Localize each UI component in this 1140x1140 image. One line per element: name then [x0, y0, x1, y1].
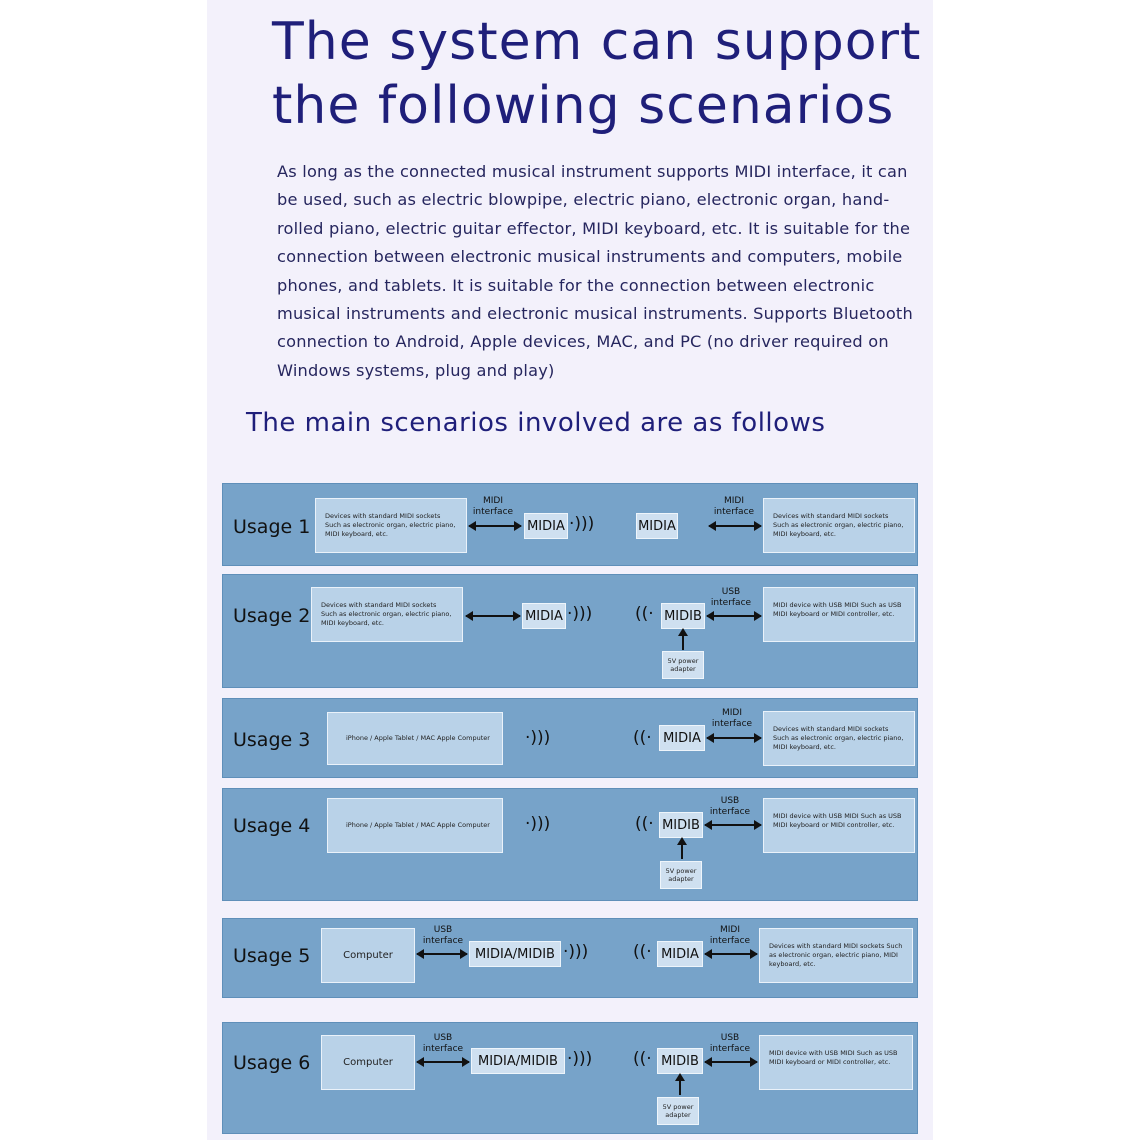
source-device-box: Devices with standard MIDI sockets Such … [311, 587, 463, 642]
target-device-box: Devices with standard MIDI sockets Such … [763, 498, 915, 553]
adapter-box: MIDIB [659, 812, 703, 838]
adapter-box: MIDIA/MIDIB [471, 1048, 565, 1074]
power-arrow [677, 837, 687, 859]
target-device-box: MIDI device with USB MIDI Such as USB MI… [763, 798, 915, 853]
bluetooth-wave-icon: ((· [633, 942, 652, 962]
computer-box: Computer [321, 1035, 415, 1090]
power-adapter-box: 5V power adapter [662, 651, 704, 679]
interface-label: USB interface [709, 1033, 751, 1054]
bidirectional-arrow [416, 1057, 470, 1067]
target-device-box: Devices with standard MIDI sockets Such … [759, 928, 913, 983]
power-arrow [678, 628, 688, 650]
usage-label: Usage 4 [233, 815, 311, 837]
interface-label: USB interface [422, 925, 464, 946]
adapter-box: MIDIA [657, 941, 703, 967]
bidirectional-arrow [708, 521, 762, 531]
bluetooth-wave-icon: ·))) [525, 814, 551, 834]
interface-label: USB interface [422, 1033, 464, 1054]
description-paragraph: As long as the connected musical instrum… [277, 162, 913, 380]
title-line-1: The system can support [272, 12, 922, 72]
bidirectional-arrow [468, 521, 522, 531]
usage-label: Usage 1 [233, 516, 311, 538]
bidirectional-arrow [416, 949, 468, 959]
usage-label: Usage 2 [233, 605, 311, 627]
adapter-box: MIDIA [659, 725, 705, 751]
power-adapter-box: 5V power adapter [657, 1097, 699, 1125]
scenarios-subtitle: The main scenarios involved are as follo… [246, 408, 826, 438]
usage-label: Usage 6 [233, 1052, 311, 1074]
computer-box: Computer [321, 928, 415, 983]
usage-4-panel: Usage 4 iPhone / Apple Tablet / MAC Appl… [222, 788, 918, 901]
source-device-box: iPhone / Apple Tablet / MAC Apple Comput… [327, 712, 503, 765]
bluetooth-wave-icon: ((· [633, 1049, 652, 1069]
usage-1-panel: Usage 1 Devices with standard MIDI socke… [222, 483, 918, 566]
power-arrow [675, 1073, 685, 1095]
target-device-box: MIDI device with USB MIDI Such as USB MI… [759, 1035, 913, 1090]
bidirectional-arrow [704, 949, 758, 959]
adapter-box: MIDIA/MIDIB [469, 941, 561, 967]
bidirectional-arrow [704, 820, 762, 830]
bluetooth-wave-icon: ·))) [567, 1049, 593, 1069]
usage-2-panel: Usage 2 Devices with standard MIDI socke… [222, 574, 918, 688]
interface-label: MIDI interface [711, 708, 753, 729]
adapter-box: MIDIB [661, 603, 705, 629]
bluetooth-wave-icon: ·))) [569, 514, 595, 534]
bluetooth-wave-icon: ·))) [525, 728, 551, 748]
adapter-box: MIDIB [657, 1048, 703, 1074]
source-device-box: Devices with standard MIDI sockets Such … [315, 498, 467, 553]
bluetooth-wave-icon: ·))) [563, 942, 589, 962]
title-line-2: the following scenarios [272, 76, 895, 136]
adapter-box: MIDIA [522, 603, 566, 629]
adapter-box: MIDIA [636, 513, 678, 539]
source-device-box: iPhone / Apple Tablet / MAC Apple Comput… [327, 798, 503, 853]
bluetooth-wave-icon: ((· [635, 604, 654, 624]
interface-label: USB interface [709, 796, 751, 817]
bluetooth-wave-icon: ((· [635, 814, 654, 834]
target-device-box: Devices with standard MIDI sockets Such … [763, 711, 915, 766]
target-device-box: MIDI device with USB MIDI Such as USB MI… [763, 587, 915, 642]
bluetooth-wave-icon: ((· [633, 728, 652, 748]
usage-6-panel: Usage 6 Computer USB interface MIDIA/MID… [222, 1022, 918, 1134]
usage-3-panel: Usage 3 iPhone / Apple Tablet / MAC Appl… [222, 698, 918, 778]
bidirectional-arrow [706, 733, 762, 743]
adapter-box: MIDIA [524, 513, 568, 539]
interface-label: MIDI interface [709, 925, 751, 946]
usage-5-panel: Usage 5 Computer USB interface MIDIA/MID… [222, 918, 918, 998]
power-adapter-box: 5V power adapter [660, 861, 702, 889]
bidirectional-arrow [704, 1057, 758, 1067]
interface-label: MIDI interface [472, 496, 514, 517]
bidirectional-arrow [465, 611, 521, 621]
bidirectional-arrow [706, 611, 762, 621]
interface-label: USB interface [710, 587, 752, 608]
usage-label: Usage 3 [233, 729, 311, 751]
usage-label: Usage 5 [233, 945, 311, 967]
bluetooth-wave-icon: ·))) [567, 604, 593, 624]
page-title: The system can support the following sce… [272, 10, 932, 138]
interface-label: MIDI interface [713, 496, 755, 517]
